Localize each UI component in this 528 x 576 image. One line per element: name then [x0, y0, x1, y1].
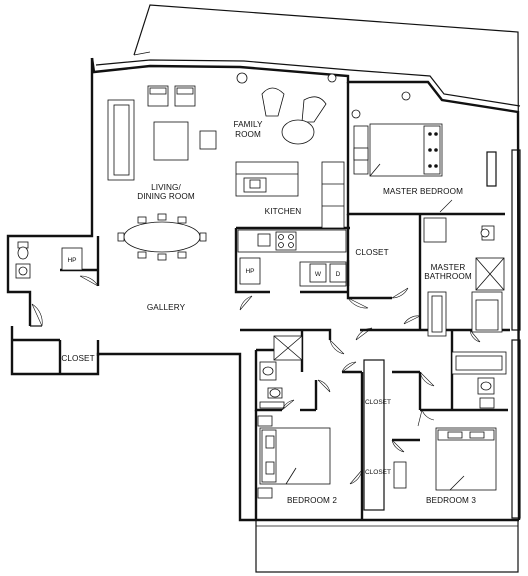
label-family-room-2: ROOM	[235, 130, 261, 139]
armchairs-top	[147, 85, 196, 107]
label-closet-entry: CLOSET	[61, 354, 94, 363]
master-bath-fixtures	[423, 217, 505, 337]
laundry: W D	[299, 261, 347, 287]
label-master-bathroom-1: MASTER	[431, 263, 466, 272]
label-kitchen: KITCHEN	[265, 207, 302, 216]
powder-room-fixtures	[15, 241, 31, 279]
label-gallery: GALLERY	[147, 303, 186, 312]
label-master-bedroom: MASTER BEDROOM	[383, 187, 463, 196]
right-facade	[486, 149, 521, 519]
family-room-chairs	[236, 72, 337, 145]
sofa	[107, 99, 135, 181]
label-bedroom2: BEDROOM 2	[287, 496, 337, 505]
hp-left-label: HP	[67, 257, 76, 264]
kitchen-right-counter	[321, 161, 345, 229]
washer-label: W	[315, 271, 322, 278]
bedroom3-bed	[393, 427, 497, 491]
bedroom3-bath	[451, 351, 507, 409]
side-table	[199, 130, 217, 150]
left-hp: HP	[61, 247, 83, 271]
label-living-dining-1: LIVING/	[151, 183, 181, 192]
label-living-dining-2: DINING ROOM	[137, 192, 195, 201]
label-closet-bed3: CLOSET	[365, 469, 391, 476]
label-closet-master: CLOSET	[355, 248, 388, 257]
kitchen-hp: HP	[239, 257, 261, 285]
label-family-room-1: FAMILY	[233, 120, 263, 129]
label-closet-bed2: CLOSET	[365, 399, 391, 406]
label-master-bathroom-2: BATHROOM	[424, 272, 472, 281]
coffee-table	[153, 121, 189, 161]
bedroom2-bed	[257, 415, 331, 499]
hp-kitchen-label: HP	[245, 268, 254, 275]
label-bedroom3: BEDROOM 3	[426, 496, 476, 505]
room-labels: FAMILY ROOM LIVING/ DINING ROOM KITCHEN …	[61, 120, 476, 505]
dryer-label: D	[336, 271, 341, 278]
dining-table	[117, 213, 207, 261]
kitchen-island	[235, 161, 299, 197]
bedroom2-bath	[259, 335, 303, 409]
bottom-balcony	[255, 519, 519, 573]
master-bed	[351, 91, 443, 177]
kitchen-back-counter	[237, 229, 347, 253]
